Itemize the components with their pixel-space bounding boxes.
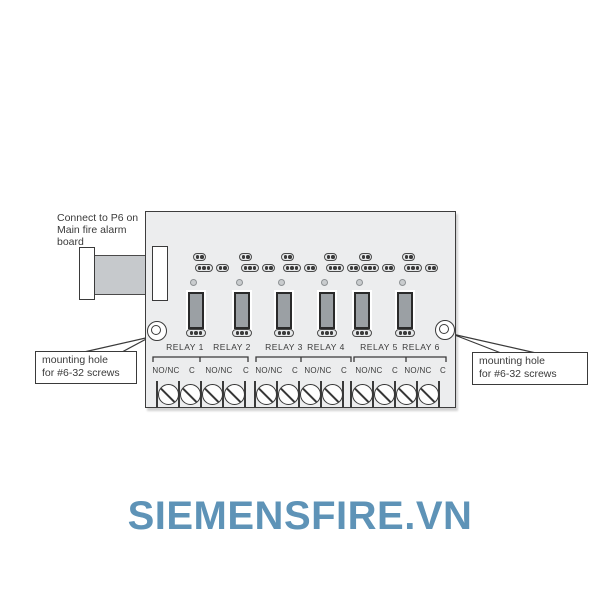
terminal-label-nonc-4: NO/NC [304,366,332,375]
component-oval [352,329,372,337]
led-indicator [236,279,243,286]
terminal-screw [223,384,245,405]
terminal-block-1 [156,381,246,408]
terminal-label-nonc-2: NO/NC [205,366,233,375]
relay-label-2: RELAY 2 [213,342,251,352]
connector-callout-text: Connect to P6 on Main fire alarm board [57,212,139,248]
component-oval [241,264,259,272]
relay-column-3 [262,212,317,342]
component-oval [382,264,395,272]
component-oval [186,329,206,337]
relay-body [276,292,292,329]
terminal-label-c-1: C [188,366,196,375]
component-oval [274,329,294,337]
mounting-hole-callout-left: mounting hole for #6-32 screws [35,351,137,384]
terminal-screw [373,384,395,405]
component-oval [359,253,372,261]
component-oval [193,253,206,261]
relay-column-6 [383,212,438,342]
terminal-label-c-3: C [291,366,299,375]
component-oval [361,264,379,272]
terminal-label-c-5: C [391,366,399,375]
terminal-screw [157,384,179,405]
relay-column-2 [220,212,275,342]
component-oval [317,329,337,337]
component-oval [324,253,337,261]
component-oval [232,329,252,337]
terminal-screw [395,384,417,405]
relay-body [397,292,413,329]
terminal-screw [299,384,321,405]
terminal-label-nonc-5: NO/NC [355,366,383,375]
component-oval [216,264,229,272]
terminal-screw [201,384,223,405]
component-oval [195,264,213,272]
relay-label-6: RELAY 6 [402,342,440,352]
component-oval [404,264,422,272]
relay-column-1 [174,212,229,342]
relay-label-4: RELAY 4 [307,342,345,352]
terminal-screw [351,384,373,405]
component-oval [239,253,252,261]
relay-label-1: RELAY 1 [166,342,204,352]
component-oval [347,264,360,272]
component-oval [262,264,275,272]
terminal-screw [277,384,299,405]
terminal-screw [321,384,343,405]
component-oval [402,253,415,261]
component-oval [425,264,438,272]
mounting-hole-callout-right: mounting hole for #6-32 screws [472,352,588,385]
terminal-block-3 [350,381,440,408]
terminal-label-nonc-3: NO/NC [255,366,283,375]
terminal-screw [417,384,439,405]
relay-body [319,292,335,329]
led-indicator [356,279,363,286]
relay-body [188,292,204,329]
terminal-label-nonc-6: NO/NC [404,366,432,375]
relay-body [354,292,370,329]
relay-label-3: RELAY 3 [265,342,303,352]
terminal-label-nonc-1: NO/NC [152,366,180,375]
led-indicator [278,279,285,286]
component-oval [283,264,301,272]
cable-connector-board-header [152,246,168,301]
relay-body [234,292,250,329]
relay-column-5 [340,212,395,342]
component-oval [281,253,294,261]
relay-board: RELAY 1 RELAY 2 RELAY 3 RELAY 4 RELAY 5 … [145,211,456,408]
mounting-hole-left [147,321,167,341]
cable-connector-plug [79,247,95,300]
component-oval [395,329,415,337]
watermark-text: SIEMENSFIRE.VN [127,494,473,538]
component-oval [326,264,344,272]
terminal-label-c-2: C [242,366,250,375]
led-indicator [190,279,197,286]
terminal-label-c-4: C [340,366,348,375]
relay-label-5: RELAY 5 [360,342,398,352]
led-indicator [399,279,406,286]
terminal-screw [255,384,277,405]
terminal-screw [179,384,201,405]
terminal-label-c-6: C [439,366,447,375]
mounting-hole-right [435,320,455,340]
relay-column-4 [305,212,360,342]
terminal-block-2 [254,381,344,408]
component-oval [304,264,317,272]
led-indicator [321,279,328,286]
ribbon-cable [94,255,154,295]
